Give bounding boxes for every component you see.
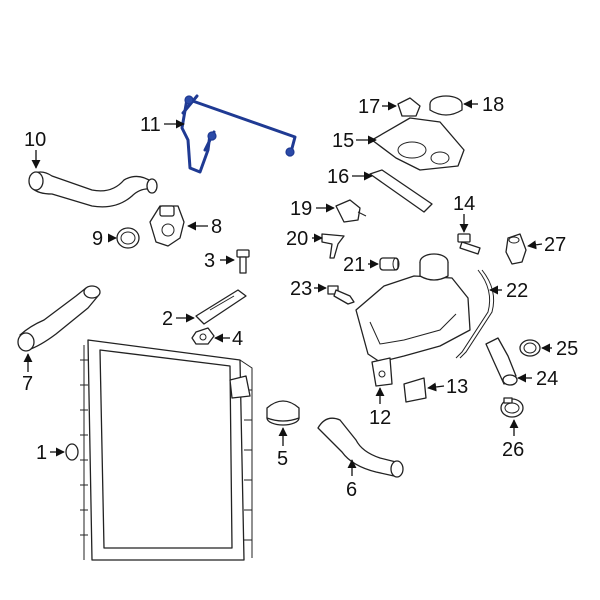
callout-17: 17 <box>358 96 380 118</box>
callout-27: 27 <box>544 234 566 256</box>
callout-labels: 1 2 3 4 5 6 7 8 9 10 11 12 13 14 15 16 1… <box>22 94 578 501</box>
part-22-line[interactable] <box>455 269 495 359</box>
callout-9: 9 <box>92 228 103 250</box>
callout-13: 13 <box>446 376 468 398</box>
leader-lines <box>23 99 552 476</box>
callout-6: 6 <box>346 479 357 501</box>
part-26-clamp[interactable] <box>500 397 524 418</box>
part-1-radiator[interactable] <box>65 339 253 561</box>
callout-12: 12 <box>369 407 391 429</box>
callout-24: 24 <box>536 368 558 390</box>
callout-20: 20 <box>286 228 308 250</box>
part-21-fitting[interactable] <box>379 257 400 271</box>
part-27-connector[interactable] <box>505 233 527 265</box>
part-9-o-ring[interactable] <box>116 227 140 249</box>
part-12-expansion-tank[interactable] <box>355 253 471 387</box>
callout-15: 15 <box>332 130 354 152</box>
part-14-bolt[interactable] <box>457 233 481 255</box>
part-23-sensor[interactable] <box>327 285 355 305</box>
callout-7: 7 <box>22 373 33 395</box>
callout-4: 4 <box>232 328 243 350</box>
part-2-bracket[interactable] <box>195 289 247 325</box>
callout-3: 3 <box>204 250 215 272</box>
part-10-upper-hose[interactable] <box>28 171 158 208</box>
part-8-thermostat-housing[interactable] <box>149 205 185 247</box>
callout-22: 22 <box>506 280 528 302</box>
part-7-lower-hose[interactable] <box>17 285 101 352</box>
callout-10: 10 <box>24 129 46 151</box>
callout-1: 1 <box>36 442 47 464</box>
callout-2: 2 <box>162 308 173 330</box>
part-18-filler-cap[interactable] <box>429 95 463 116</box>
callout-8: 8 <box>211 216 222 238</box>
part-3-bolt[interactable] <box>236 249 250 274</box>
callout-14: 14 <box>453 193 475 215</box>
part-4-nut[interactable] <box>191 327 215 345</box>
part-11-tube[interactable] <box>180 94 297 174</box>
part-16-trim[interactable] <box>369 169 433 213</box>
callout-5: 5 <box>277 448 288 470</box>
part-15-housing[interactable] <box>371 117 465 171</box>
part-19-sensor[interactable] <box>335 199 367 223</box>
part-25-clamp[interactable] <box>519 339 541 357</box>
part-5-cap[interactable] <box>266 400 300 426</box>
callout-25: 25 <box>556 338 578 360</box>
part-13-pad[interactable] <box>403 377 427 403</box>
part-20-clip[interactable] <box>321 233 345 259</box>
callout-16: 16 <box>327 166 349 188</box>
callout-19: 19 <box>290 198 312 220</box>
callout-18: 18 <box>482 94 504 116</box>
part-24-hose[interactable] <box>485 337 518 386</box>
part-17-cap[interactable] <box>397 97 421 117</box>
callout-23: 23 <box>290 278 312 300</box>
callout-11: 11 <box>140 114 161 136</box>
callout-21: 21 <box>343 254 365 276</box>
callout-26: 26 <box>502 439 524 461</box>
